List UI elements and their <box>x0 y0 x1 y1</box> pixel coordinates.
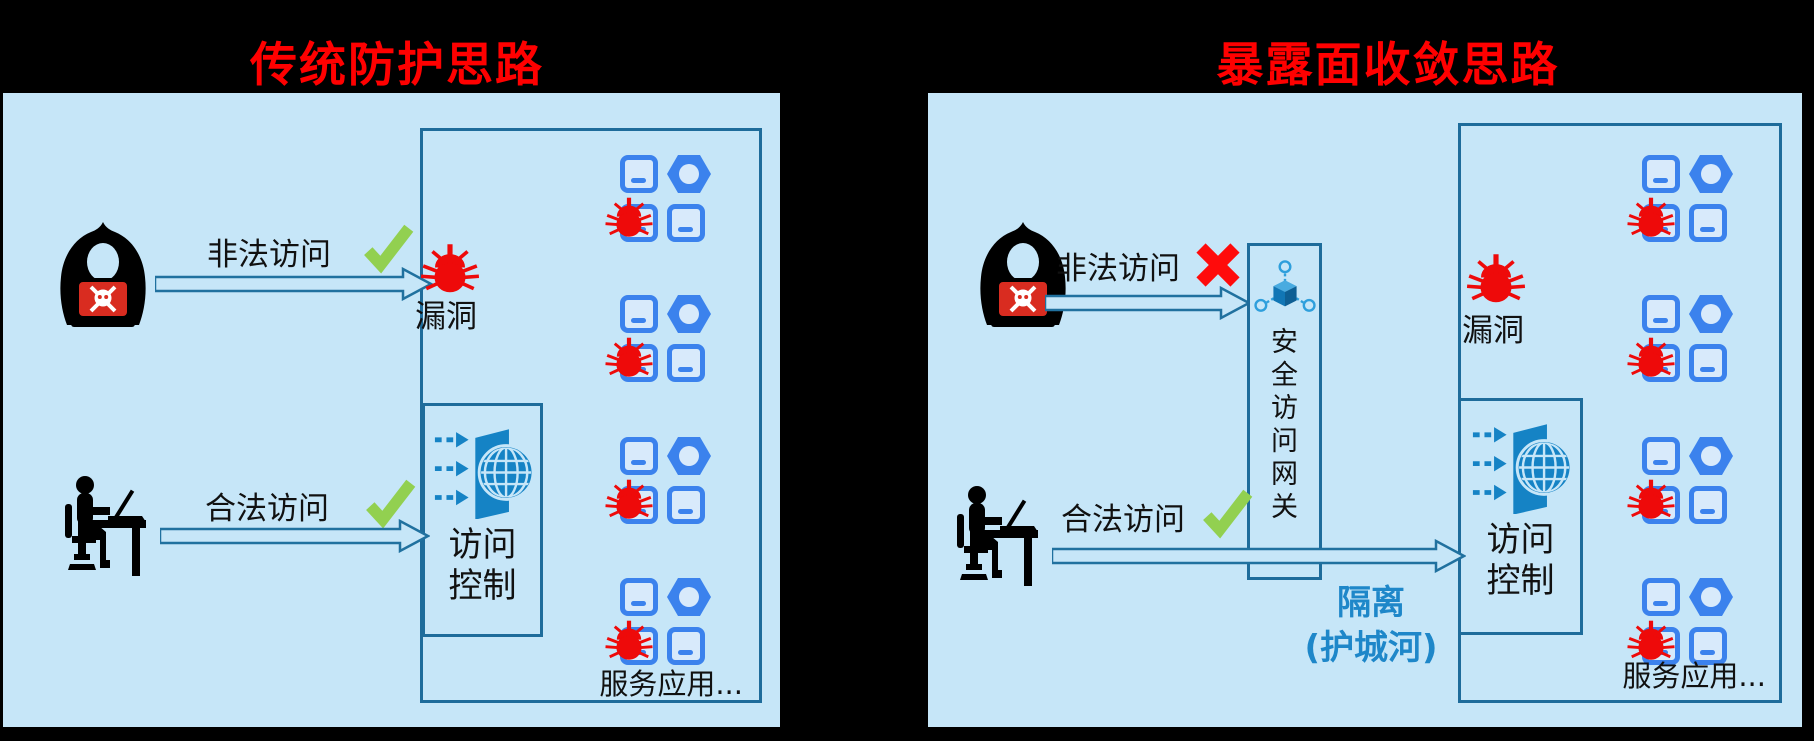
service-app-cluster <box>620 578 716 674</box>
bug-icon <box>603 477 655 521</box>
isolation-title: 隔离 <box>1337 583 1405 623</box>
hexagon-core <box>1701 587 1721 607</box>
access-control-icon <box>433 426 533 519</box>
access-control-box: 访问控制 <box>422 403 543 637</box>
hexagon-core <box>1701 304 1721 324</box>
bug-icon <box>1625 335 1677 379</box>
vulnerability-label: 漏洞 <box>1462 313 1524 349</box>
service-hexagon-icon <box>1689 155 1733 193</box>
left-title: 传统防护思路 <box>250 38 544 93</box>
service-app-cluster <box>620 155 716 251</box>
app-icon <box>620 578 658 616</box>
app-icon <box>1689 486 1727 524</box>
app-icon <box>667 344 705 382</box>
app-icon <box>620 437 658 475</box>
legal-access-label: 合法访问 <box>1061 502 1185 538</box>
access-control-box: 访问控制 <box>1458 398 1583 635</box>
hexagon-core <box>1701 446 1721 466</box>
access-control-icon <box>1471 421 1571 514</box>
app-icon <box>667 627 705 665</box>
service-hexagon-icon <box>1689 295 1733 333</box>
service-hexagon-icon <box>667 437 711 475</box>
service-app-cluster <box>1642 295 1738 391</box>
service-app-cluster <box>620 295 716 391</box>
app-icon <box>1689 344 1727 382</box>
illegal-access-label: 非法访问 <box>1056 251 1180 287</box>
left-service-zone-box <box>420 128 762 703</box>
hexagon-core <box>679 587 699 607</box>
bug-icon <box>1464 251 1528 305</box>
gateway-icon <box>1254 260 1316 316</box>
bug-icon <box>418 241 482 295</box>
app-icon <box>620 295 658 333</box>
check-icon <box>1200 486 1254 540</box>
legal-access-arrow <box>1052 539 1466 573</box>
isolation-subtitle: (护城河) <box>1304 627 1438 668</box>
app-icon <box>1642 295 1680 333</box>
service-hexagon-icon <box>1689 578 1733 616</box>
services-label: 服务应用... <box>1622 659 1766 693</box>
legal-access-label: 合法访问 <box>205 491 329 527</box>
service-app-cluster <box>1642 578 1738 674</box>
user-icon <box>950 486 1050 591</box>
illegal-access-label: 非法访问 <box>207 237 331 273</box>
secure-access-gateway-box: 安全访问网关 <box>1247 243 1322 580</box>
app-icon <box>1642 437 1680 475</box>
bug-icon <box>603 618 655 662</box>
right-title: 暴露面收敛思路 <box>1216 38 1560 93</box>
app-icon <box>667 204 705 242</box>
illegal-access-arrow <box>155 267 433 301</box>
right-panel: 服务应用... 漏洞 非法访问 安全访问网关 合法访问 隔离 (护城河) <box>928 93 1802 727</box>
app-icon <box>667 486 705 524</box>
service-hexagon-icon <box>667 155 711 193</box>
bug-icon <box>1625 477 1677 521</box>
bug-icon <box>603 195 655 239</box>
hexagon-core <box>679 304 699 324</box>
hexagon-core <box>679 164 699 184</box>
user-icon <box>58 476 158 581</box>
hacker-icon <box>53 221 153 333</box>
app-icon <box>1642 155 1680 193</box>
legal-access-arrow <box>160 519 430 553</box>
isolation-label: 隔离 (护城河) <box>1261 581 1481 671</box>
services-label: 服务应用... <box>599 667 743 701</box>
access-control-label: 访问控制 <box>448 525 517 607</box>
vulnerability-label: 漏洞 <box>415 299 477 335</box>
service-hexagon-icon <box>1689 437 1733 475</box>
app-icon <box>1689 204 1727 242</box>
app-icon <box>1642 578 1680 616</box>
bug-icon <box>603 335 655 379</box>
service-hexagon-icon <box>667 295 711 333</box>
service-app-cluster <box>1642 437 1738 533</box>
hexagon-core <box>1701 164 1721 184</box>
access-control-label: 访问控制 <box>1486 520 1555 602</box>
service-hexagon-icon <box>667 578 711 616</box>
cross-icon <box>1192 239 1244 291</box>
app-icon <box>1689 627 1727 665</box>
gateway-label: 安全访问网关 <box>1271 327 1298 523</box>
app-icon <box>620 155 658 193</box>
left-panel: 服务应用... 非法访问 漏洞 访问控制 合法访问 <box>3 93 780 727</box>
service-app-cluster <box>1642 155 1738 251</box>
illegal-access-arrow <box>1045 286 1251 320</box>
service-app-cluster <box>620 437 716 533</box>
bug-icon <box>1625 195 1677 239</box>
hexagon-core <box>679 446 699 466</box>
